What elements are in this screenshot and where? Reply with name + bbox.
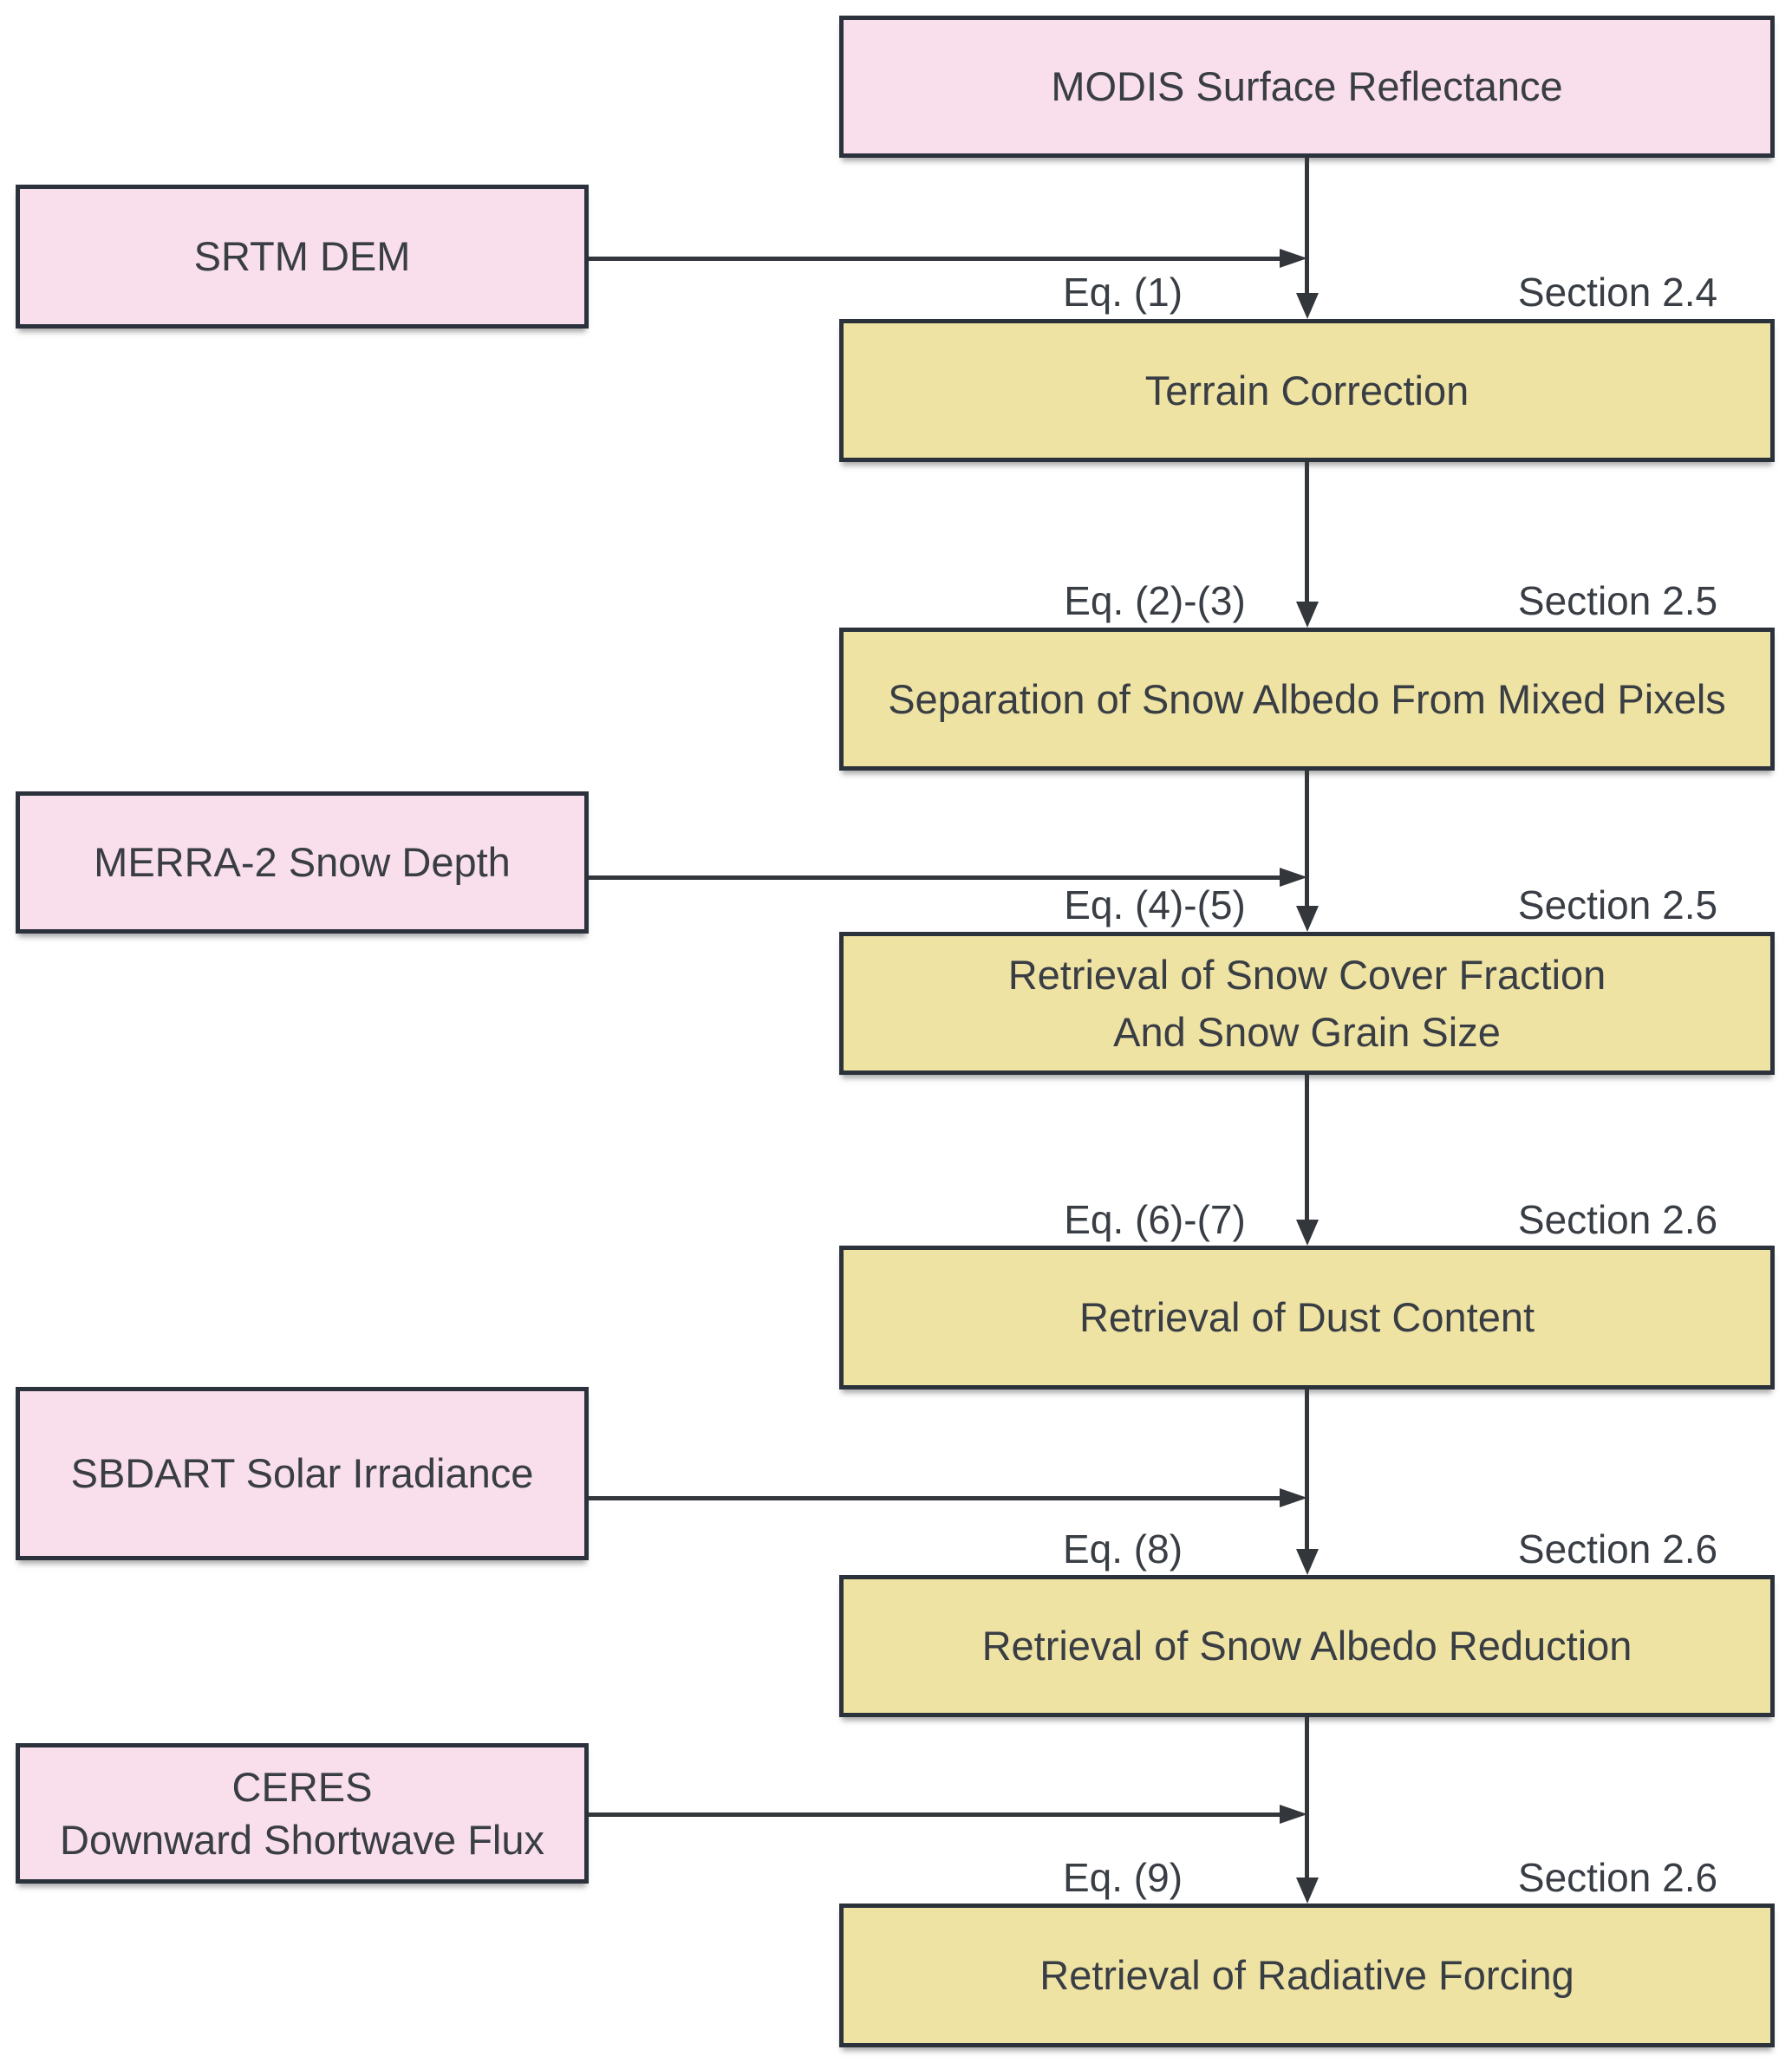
node-ceres-downward-shortwave-flux: CERES Downward Shortwave Flux xyxy=(16,1743,589,1884)
arrowhead-right-sbdart xyxy=(1280,1488,1307,1507)
arrow-line-snowcover-to-dust xyxy=(1305,1075,1309,1221)
node-label: Retrieval of Snow Albedo Reduction xyxy=(981,1623,1632,1669)
arrow-line-sbdart-input xyxy=(589,1496,1281,1500)
node-radiative-forcing: Retrieval of Radiative Forcing xyxy=(839,1904,1775,2047)
arrowhead-right-merra xyxy=(1280,868,1307,887)
label-section-2-6: Section 2.6 xyxy=(1517,1197,1718,1242)
node-sbdart-solar-irradiance: SBDART Solar Irradiance xyxy=(16,1387,589,1560)
node-label-line1: CERES xyxy=(231,1764,373,1810)
label-section-2-6b: Section 2.6 xyxy=(1517,1526,1718,1572)
arrowhead-down-terrain xyxy=(1296,293,1319,319)
node-terrain-correction: Terrain Correction xyxy=(839,319,1775,462)
arrowhead-down-separation xyxy=(1296,602,1319,628)
arrowhead-down-dust xyxy=(1296,1220,1319,1246)
arrow-line-albedo-reduction-to-radiative-forcing xyxy=(1305,1717,1309,1879)
arrowhead-right-ceres xyxy=(1280,1805,1307,1824)
label-eq-1: Eq. (1) xyxy=(1062,270,1183,315)
arrow-line-modis-to-terrain xyxy=(1305,158,1309,295)
label-section-2-5b: Section 2.5 xyxy=(1517,882,1718,927)
label-section-2-5: Section 2.5 xyxy=(1517,578,1718,623)
node-merra2-snow-depth: MERRA-2 Snow Depth xyxy=(16,791,589,934)
arrow-line-separation-to-snowcover xyxy=(1305,771,1309,908)
node-srtm-dem: SRTM DEM xyxy=(16,185,589,329)
node-modis-surface-reflectance: MODIS Surface Reflectance xyxy=(839,16,1775,158)
arrowhead-down-albedo-reduction xyxy=(1296,1549,1319,1575)
label-section-2-6c: Section 2.6 xyxy=(1517,1855,1718,1900)
label-section-2-4: Section 2.4 xyxy=(1517,270,1718,315)
label-eq-6-7: Eq. (6)-(7) xyxy=(1064,1197,1246,1242)
arrow-line-dust-to-albedo-reduction xyxy=(1305,1389,1309,1551)
label-eq-9: Eq. (9) xyxy=(1062,1855,1183,1900)
node-dust-content: Retrieval of Dust Content xyxy=(839,1246,1775,1389)
node-label: MERRA-2 Snow Depth xyxy=(94,839,511,885)
node-snow-cover-fraction-grain-size: Retrieval of Snow Cover Fraction And Sno… xyxy=(839,932,1775,1075)
node-label: SBDART Solar Irradiance xyxy=(70,1450,534,1496)
node-label: Terrain Correction xyxy=(1144,367,1469,413)
node-snow-albedo-reduction: Retrieval of Snow Albedo Reduction xyxy=(839,1575,1775,1717)
arrow-line-ceres-input xyxy=(589,1812,1281,1817)
node-label: SRTM DEM xyxy=(193,233,411,279)
node-label: Separation of Snow Albedo From Mixed Pix… xyxy=(888,675,1726,722)
node-label: MODIS Surface Reflectance xyxy=(1051,63,1563,109)
node-separation-snow-albedo: Separation of Snow Albedo From Mixed Pix… xyxy=(839,628,1775,771)
label-eq-4-5: Eq. (4)-(5) xyxy=(1064,882,1246,927)
arrow-line-terrain-to-separation xyxy=(1305,462,1309,603)
arrowhead-down-radiative-forcing xyxy=(1296,1878,1319,1904)
label-eq-2-3: Eq. (2)-(3) xyxy=(1064,578,1246,623)
node-label-line1: Retrieval of Snow Cover Fraction xyxy=(1007,951,1606,998)
arrow-line-srtm-input xyxy=(589,257,1281,261)
arrowhead-down-snowcover xyxy=(1296,906,1319,932)
node-label-line2: And Snow Grain Size xyxy=(1113,1008,1501,1055)
node-label-line2: Downward Shortwave Flux xyxy=(60,1817,544,1863)
label-eq-8: Eq. (8) xyxy=(1062,1526,1183,1572)
arrow-line-merra-input xyxy=(589,875,1281,880)
node-label: Retrieval of Radiative Forcing xyxy=(1039,1952,1574,1998)
node-label: Retrieval of Dust Content xyxy=(1078,1294,1535,1340)
arrowhead-right-srtm xyxy=(1280,249,1307,268)
